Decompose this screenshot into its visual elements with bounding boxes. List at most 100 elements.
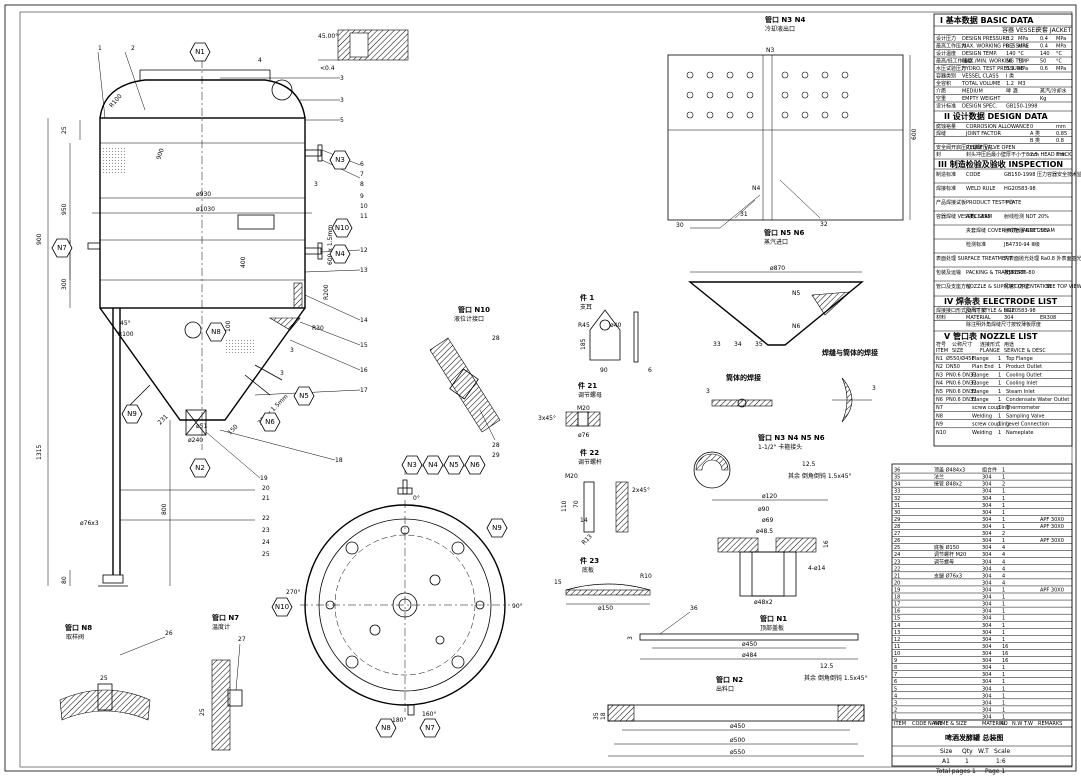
bom-item: 4 <box>894 693 897 699</box>
basic-data-label-en: DESIGN TEMP. <box>962 51 998 57</box>
bom-item: 2 <box>894 707 897 713</box>
plan-tag-n7: N7 <box>419 718 441 738</box>
svg-text:N9: N9 <box>127 410 137 418</box>
nozzle-list-size: PN0.6 DN32 <box>946 381 976 387</box>
svg-text:管口 N2: 管口 N2 <box>716 675 743 684</box>
bom-name: 顶盖 Ø484x3 <box>934 467 965 474</box>
inspection-value: 内表面抛光处理 Ra0.8 外表面亚光处理 <box>1004 255 1081 262</box>
nozzle-tag-n6: N6 <box>259 412 281 432</box>
bom-qty: 4 <box>1002 545 1005 551</box>
svg-text:N5: N5 <box>449 461 459 469</box>
svg-text:N5: N5 <box>299 392 309 400</box>
dim-label: 900 <box>155 147 166 160</box>
plan-angle-labels: 0° 90° 180° 270° 160° <box>286 495 523 724</box>
bom-item: 18 <box>894 595 900 601</box>
nozzle-list-service: Nameplate <box>1006 430 1033 436</box>
part-label: 7 <box>360 171 364 178</box>
bom-item: 24 <box>894 552 900 558</box>
nozzle-list-connection: Plan End <box>972 364 994 370</box>
nozzle-tag-n10: N10 <box>331 218 353 238</box>
bom-item: 34 <box>894 482 900 488</box>
nozzle-tag-n9: N9 <box>121 404 143 424</box>
inspection-label-en: NOZZLE & SUPPORT ORIENTATION <box>966 284 1052 290</box>
design-data-label: 封 <box>936 151 941 158</box>
dim-label: 80 <box>61 576 68 584</box>
nozzle-list-qty: 1 <box>998 413 1001 419</box>
bom-item: 3 <box>894 700 897 706</box>
plan-tag-n5: N5 <box>443 455 465 475</box>
svg-text:ø550: ø550 <box>730 749 745 756</box>
bom-item: 15 <box>894 616 900 622</box>
svg-text:管口 N3 N4: 管口 N3 N4 <box>765 15 805 24</box>
vessel-elevation <box>47 29 409 587</box>
svg-text:支耳: 支耳 <box>580 303 592 311</box>
basic-data-label: 介质 <box>936 88 946 95</box>
nozzle-list-service: Steam Inlet <box>1006 389 1035 395</box>
dim-label: 400 <box>240 256 247 268</box>
inspection-value: JB4730-94 Ⅲ级 <box>1003 241 1040 248</box>
bom-material: 304 <box>982 489 992 495</box>
bom-qty: 1 <box>1002 496 1005 502</box>
electrode-value: ER308 <box>1040 315 1056 321</box>
design-data-unit: mm <box>1056 124 1066 130</box>
nozzle-list-header-en: SIZE <box>952 348 963 354</box>
inspection-value: HG20583-98 <box>1004 186 1036 192</box>
basic-data-label-en: VESSEL CLASS <box>962 74 999 80</box>
svg-text:1-1/2" 卡箍接头: 1-1/2" 卡箍接头 <box>758 443 802 451</box>
bom-material: 304 <box>982 602 992 608</box>
svg-text:管口 N3 N4 N5 N6: 管口 N3 N4 N5 N6 <box>758 433 825 442</box>
svg-text:N2: N2 <box>195 464 205 472</box>
bom-qty: 1 <box>1002 475 1005 481</box>
nozzle-list-service: Level Connection <box>1006 422 1049 428</box>
part-label: 23 <box>262 527 270 534</box>
bom-material: 304 <box>982 482 992 488</box>
svg-text:12.5: 12.5 <box>802 461 816 468</box>
dim-label: ø51 <box>196 423 207 430</box>
bom-item: 25 <box>894 545 900 551</box>
view-cone: ø870 N5 N6 33 34 35 <box>688 265 864 348</box>
bom-material: 304 <box>982 651 992 657</box>
sheet-border <box>4 4 1077 772</box>
basic-data-label-en: HYDRO. TEST PRESSURE <box>962 66 1023 72</box>
electrode-value: HG20583-98 <box>1004 308 1036 314</box>
bom-material: 304 <box>982 672 992 678</box>
svg-text:ø150: ø150 <box>598 605 613 612</box>
svg-text:185: 185 <box>580 338 587 350</box>
basic-data-label: 设计温度 <box>936 50 956 57</box>
dim-label: 3 <box>314 181 318 188</box>
dim-label: ø240 <box>188 437 203 444</box>
svg-text:110: 110 <box>561 500 568 512</box>
svg-text:A1: A1 <box>942 758 950 765</box>
nozzle-list-connection: Flange <box>972 389 989 395</box>
bom-material: 组合件 <box>982 467 997 474</box>
bom-qty: 1 <box>1002 623 1005 629</box>
svg-text:16: 16 <box>823 540 830 548</box>
angle-90: 90° <box>512 603 523 610</box>
dim-label: 800 <box>161 503 168 515</box>
bom-qty: 1 <box>1002 686 1005 692</box>
bom-remarks: APF 30X0 <box>1040 524 1064 530</box>
inspection-label: 制造标准 <box>936 171 956 178</box>
part-label: 24 <box>262 539 270 546</box>
nozzle-tag-n1: N1 <box>189 42 211 62</box>
basic-data-value: 0.2 <box>1006 36 1014 42</box>
nozzle-list-service: Condensate Water Outlet <box>1006 397 1069 403</box>
nozzle-list-qty: 1 <box>998 397 1001 403</box>
svg-text:N4: N4 <box>335 250 345 258</box>
bom-material: 304 <box>982 616 992 622</box>
bom-qty: 2 <box>1002 531 1005 537</box>
dim-label: R200 <box>323 284 330 300</box>
svg-text:ø450: ø450 <box>730 723 745 730</box>
svg-text:34: 34 <box>734 341 742 348</box>
electrode-label: 材料 <box>936 314 946 321</box>
bom-header-cell: ITEM <box>894 721 906 727</box>
electrode-label-en: JOINT STYLE & SIZE <box>965 308 1015 314</box>
part-label: 8 <box>360 181 364 188</box>
angle-160: 160° <box>422 711 436 718</box>
bom-item: 21 <box>894 573 900 579</box>
basic-data-unit: °C <box>1018 51 1025 57</box>
svg-text:4-ø14: 4-ø14 <box>808 565 825 572</box>
inspection-label: 包装及运输 <box>936 269 961 276</box>
dim-label: 1315 <box>36 445 43 460</box>
svg-text:N4: N4 <box>752 185 760 192</box>
